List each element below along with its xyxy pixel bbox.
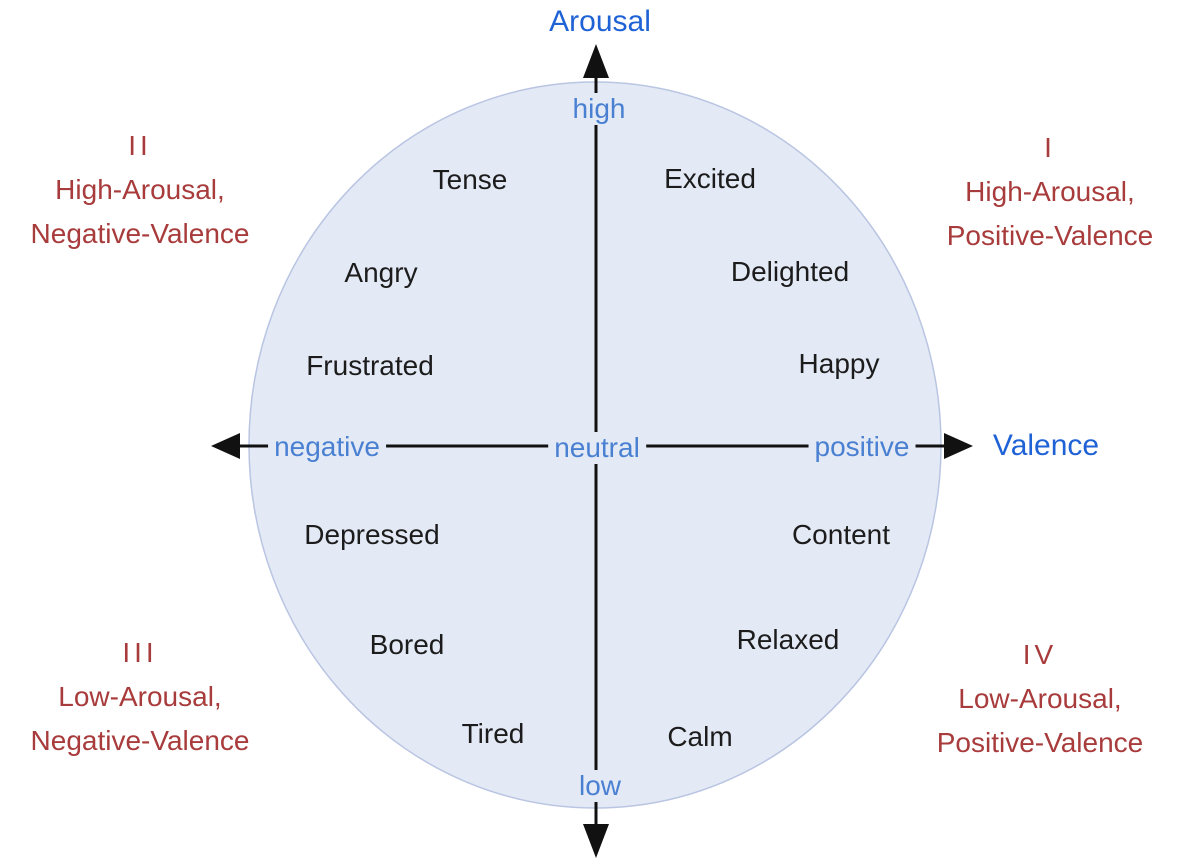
emotion-excited: Excited: [664, 163, 756, 194]
quadrant-3-arousal-line: Low-Arousal,: [58, 681, 222, 712]
quadrant-2-arousal-line: High-Arousal,: [55, 174, 225, 205]
emotion-depressed: Depressed: [304, 519, 440, 550]
quadrant-1-label: I High-Arousal, Positive-Valence: [947, 126, 1153, 258]
arousal-axis-title: Arousal: [549, 5, 651, 38]
quadrant-3-label: III Low-Arousal, Negative-Valence: [31, 631, 250, 763]
arousal-high-label: high: [566, 93, 632, 125]
emotion-calm: Calm: [667, 721, 733, 752]
quadrant-1-numeral: I: [1044, 132, 1056, 163]
emotion-tired: Tired: [461, 718, 525, 749]
emotion-frustrated: Frustrated: [306, 350, 434, 381]
valence-negative-label: negative: [268, 431, 386, 463]
arrow-up-icon: [583, 44, 609, 78]
emotion-delighted: Delighted: [730, 256, 850, 287]
emotion-tense: Tense: [432, 164, 508, 195]
quadrant-4-numeral: IV: [1022, 639, 1058, 670]
quadrant-4-valence-line: Positive-Valence: [936, 727, 1144, 758]
emotion-angry: Angry: [344, 257, 418, 288]
quadrant-2-numeral: II: [128, 130, 152, 161]
quadrant-2-valence-line: Negative-Valence: [30, 218, 250, 249]
emotion-content: Content: [791, 519, 891, 550]
arrow-left-icon: [211, 433, 240, 459]
quadrant-4-label: IV Low-Arousal, Positive-Valence: [937, 633, 1143, 765]
quadrant-4-arousal-line: Low-Arousal,: [958, 683, 1122, 714]
emotion-relaxed: Relaxed: [736, 624, 840, 655]
quadrant-3-numeral: III: [122, 637, 158, 668]
valence-neutral-label: neutral: [548, 432, 646, 464]
arousal-low-label: low: [572, 770, 628, 802]
quadrant-1-valence-line: Positive-Valence: [946, 220, 1154, 251]
emotion-bored: Bored: [369, 629, 445, 660]
quadrant-3-valence-line: Negative-Valence: [30, 725, 250, 756]
quadrant-1-arousal-line: High-Arousal,: [965, 176, 1135, 207]
emotion-happy: Happy: [798, 348, 880, 379]
valence-axis-title: Valence: [992, 429, 1100, 462]
arrow-down-icon: [583, 824, 609, 858]
arrow-right-icon: [944, 433, 973, 459]
valence-positive-label: positive: [808, 431, 916, 463]
quadrant-2-label: II High-Arousal, Negative-Valence: [31, 124, 250, 256]
